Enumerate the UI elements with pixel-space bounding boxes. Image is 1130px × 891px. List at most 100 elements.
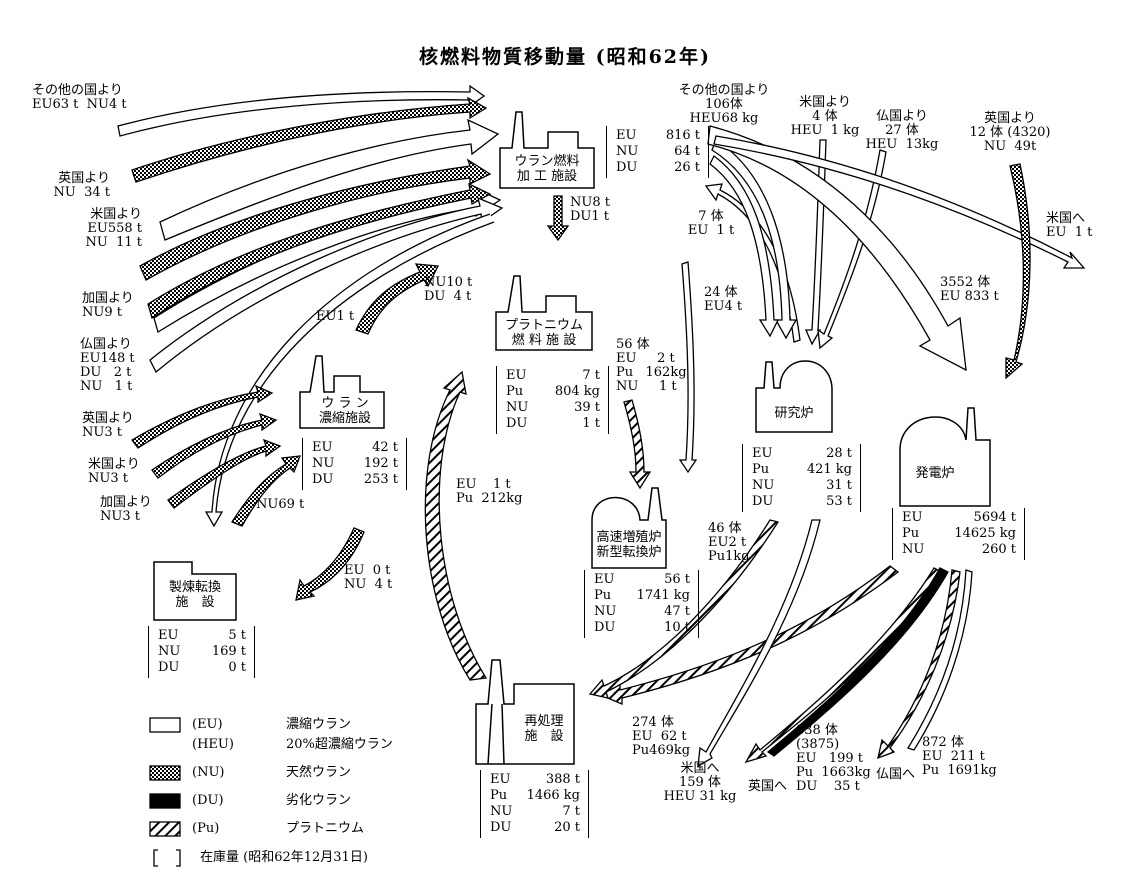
inventory-amount: 56 t <box>664 572 690 587</box>
label-line: EU 833 t <box>940 289 999 304</box>
inventory-material: Pu <box>902 526 920 541</box>
label-line: EU 1 t <box>687 223 735 238</box>
legend-name-eu: 濃縮ウラン <box>286 717 352 732</box>
inventory-amount: 260 t <box>981 542 1016 557</box>
inventory-material: DU <box>490 820 512 835</box>
label-line: DU 35 t <box>796 779 860 794</box>
label-line: その他の国より <box>32 83 123 98</box>
legend-swatch-nu <box>149 765 181 781</box>
inventory-amount: 253 t <box>363 472 398 487</box>
label-line: Pu469kg <box>632 743 691 758</box>
label-line: 仏国より <box>80 337 132 352</box>
inventory-material: Pu <box>594 588 612 603</box>
reactor-icon-power <box>899 407 991 507</box>
legend-code-eu: (EU) <box>192 717 223 732</box>
arrow-power-to-france <box>877 569 961 760</box>
arrow-nu8 <box>546 195 570 242</box>
inventory-material: NU <box>752 478 775 493</box>
label-line: 4 体 <box>812 109 838 124</box>
legend-code-du: (DU) <box>192 793 224 808</box>
inventory-material: DU <box>594 620 616 635</box>
arrow-uk-enrich <box>131 384 274 449</box>
label-line: EU2 t <box>708 535 747 550</box>
factory-icon-enrichment <box>299 355 385 429</box>
label-to-uk-dest: 英国へ <box>748 780 787 794</box>
label-line: NU69 t <box>256 497 305 512</box>
arrow-france-eu <box>149 196 504 374</box>
arrow-to-research-2 <box>709 155 780 338</box>
arrow-other-countries-eu <box>117 84 486 137</box>
factory-icon-refining <box>153 561 237 621</box>
label-line: EU 0 t <box>344 563 391 578</box>
legend-name-du: 劣化ウラン <box>286 793 352 808</box>
inventory-amount: 804 kg <box>554 384 600 399</box>
inventory-amount: 1 t <box>582 416 600 431</box>
inventory-material: DU <box>312 472 334 487</box>
legend-name-nu: 天然ウラン <box>286 765 352 780</box>
label-line: 米国へ <box>680 761 720 776</box>
facility-fast-breeder: 高速増殖炉新型転換炉 <box>596 530 662 560</box>
label-line: NU10 t <box>424 275 473 290</box>
facility-enrichment: ウ ラ ン濃縮施設 <box>318 396 371 426</box>
inventory-row: DU 10 t <box>594 620 690 636</box>
inventory-amount: 28 t <box>826 446 852 461</box>
page-title: 核燃料物質移動量 (昭和62年) <box>418 46 712 68</box>
label-eu1: EU1 t <box>316 310 354 324</box>
arrow-power-to-uk-dark <box>766 567 949 757</box>
label-line: Pu1kg <box>708 549 750 564</box>
label-line: 仏国へ <box>876 767 916 782</box>
label-line: EU 1 t <box>1046 225 1093 240</box>
label-line: NU3 t <box>100 509 140 524</box>
legend-name-pu: プラトニウム <box>286 821 365 836</box>
inventory-material: DU <box>158 660 180 675</box>
inventory-amount: 0 t <box>228 660 246 675</box>
arrow-24 <box>678 261 698 474</box>
label-line: EU 1 t <box>456 477 511 492</box>
inventory-amount: 169 t <box>211 644 246 659</box>
label-line: HEU 1 kg <box>790 123 860 138</box>
inventory-amount: 7 t <box>562 804 580 819</box>
facility-power: 発電炉 <box>915 466 955 481</box>
label-line: EU 199 t <box>796 751 864 766</box>
arrow-research-to-us <box>697 519 821 768</box>
legend-swatch-eu <box>149 717 181 733</box>
inventory-amount: 64 t <box>674 144 700 159</box>
label-line: 24 体 <box>704 285 738 300</box>
inventory-material: NU <box>594 604 617 619</box>
arrow-eu1-to-refining <box>204 213 495 528</box>
inventory-amount: 816 t <box>665 128 700 143</box>
label-line: NU 1 t <box>80 379 133 394</box>
inventory-amount: 5694 t <box>973 510 1016 525</box>
facility-plutonium-fuel: プラトニウム燃 料 施 設 <box>504 318 583 348</box>
label-line: 英国より <box>82 411 134 426</box>
inventory-amount: 10 t <box>664 620 690 635</box>
inventory-amount: 26 t <box>674 160 700 175</box>
